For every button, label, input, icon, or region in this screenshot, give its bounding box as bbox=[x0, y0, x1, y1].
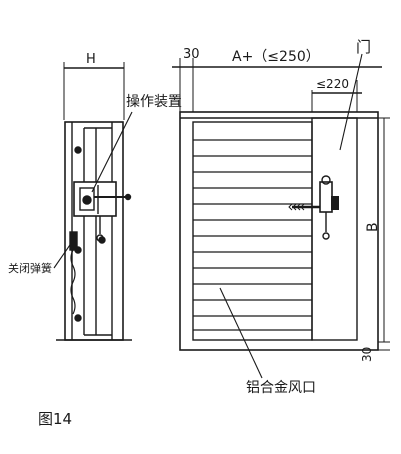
aluminum-vent-label: 铝合金风口 bbox=[246, 380, 316, 396]
door-lock-housing bbox=[319, 181, 333, 213]
door-pull-ring bbox=[322, 232, 330, 240]
pull-ring bbox=[96, 234, 104, 242]
dim-b-label: B bbox=[365, 222, 381, 232]
closing-spring-block bbox=[69, 231, 78, 251]
door-lock-top-knob bbox=[321, 175, 331, 185]
closing-spring-coil bbox=[70, 249, 76, 315]
bolt-1 bbox=[74, 146, 82, 154]
dim-220-label: ≤220 bbox=[316, 77, 349, 91]
door-panel bbox=[311, 117, 358, 341]
operating-device-rod-end bbox=[124, 193, 132, 201]
door-label: 门 bbox=[356, 38, 371, 56]
door-leader bbox=[339, 53, 363, 151]
front-outer-frame bbox=[179, 111, 379, 351]
dim-a-label: A+（≤250） bbox=[232, 49, 320, 65]
operating-device-leader bbox=[91, 111, 133, 193]
front-view bbox=[172, 58, 390, 351]
closing-spring-label: 关闭弹簧 bbox=[8, 261, 52, 275]
side-frame bbox=[64, 121, 124, 341]
bolt-3 bbox=[74, 314, 82, 322]
louvre-area bbox=[192, 121, 313, 341]
dim-30-bottom-label: 30 bbox=[360, 347, 374, 362]
closing-spring-leader bbox=[53, 241, 73, 269]
dim-30-top-label: 30 bbox=[183, 47, 200, 62]
operating-device-label: 操作装置 bbox=[126, 94, 182, 110]
dim-h-label: H bbox=[86, 52, 96, 67]
figure-caption: 图14 bbox=[38, 410, 72, 428]
door-lock-latch bbox=[331, 196, 339, 210]
louvre-blades bbox=[193, 139, 312, 331]
side-view bbox=[56, 62, 132, 341]
aluminum-vent-leader bbox=[219, 287, 263, 379]
rod-threads bbox=[288, 203, 305, 211]
operating-device-knob bbox=[82, 195, 92, 205]
